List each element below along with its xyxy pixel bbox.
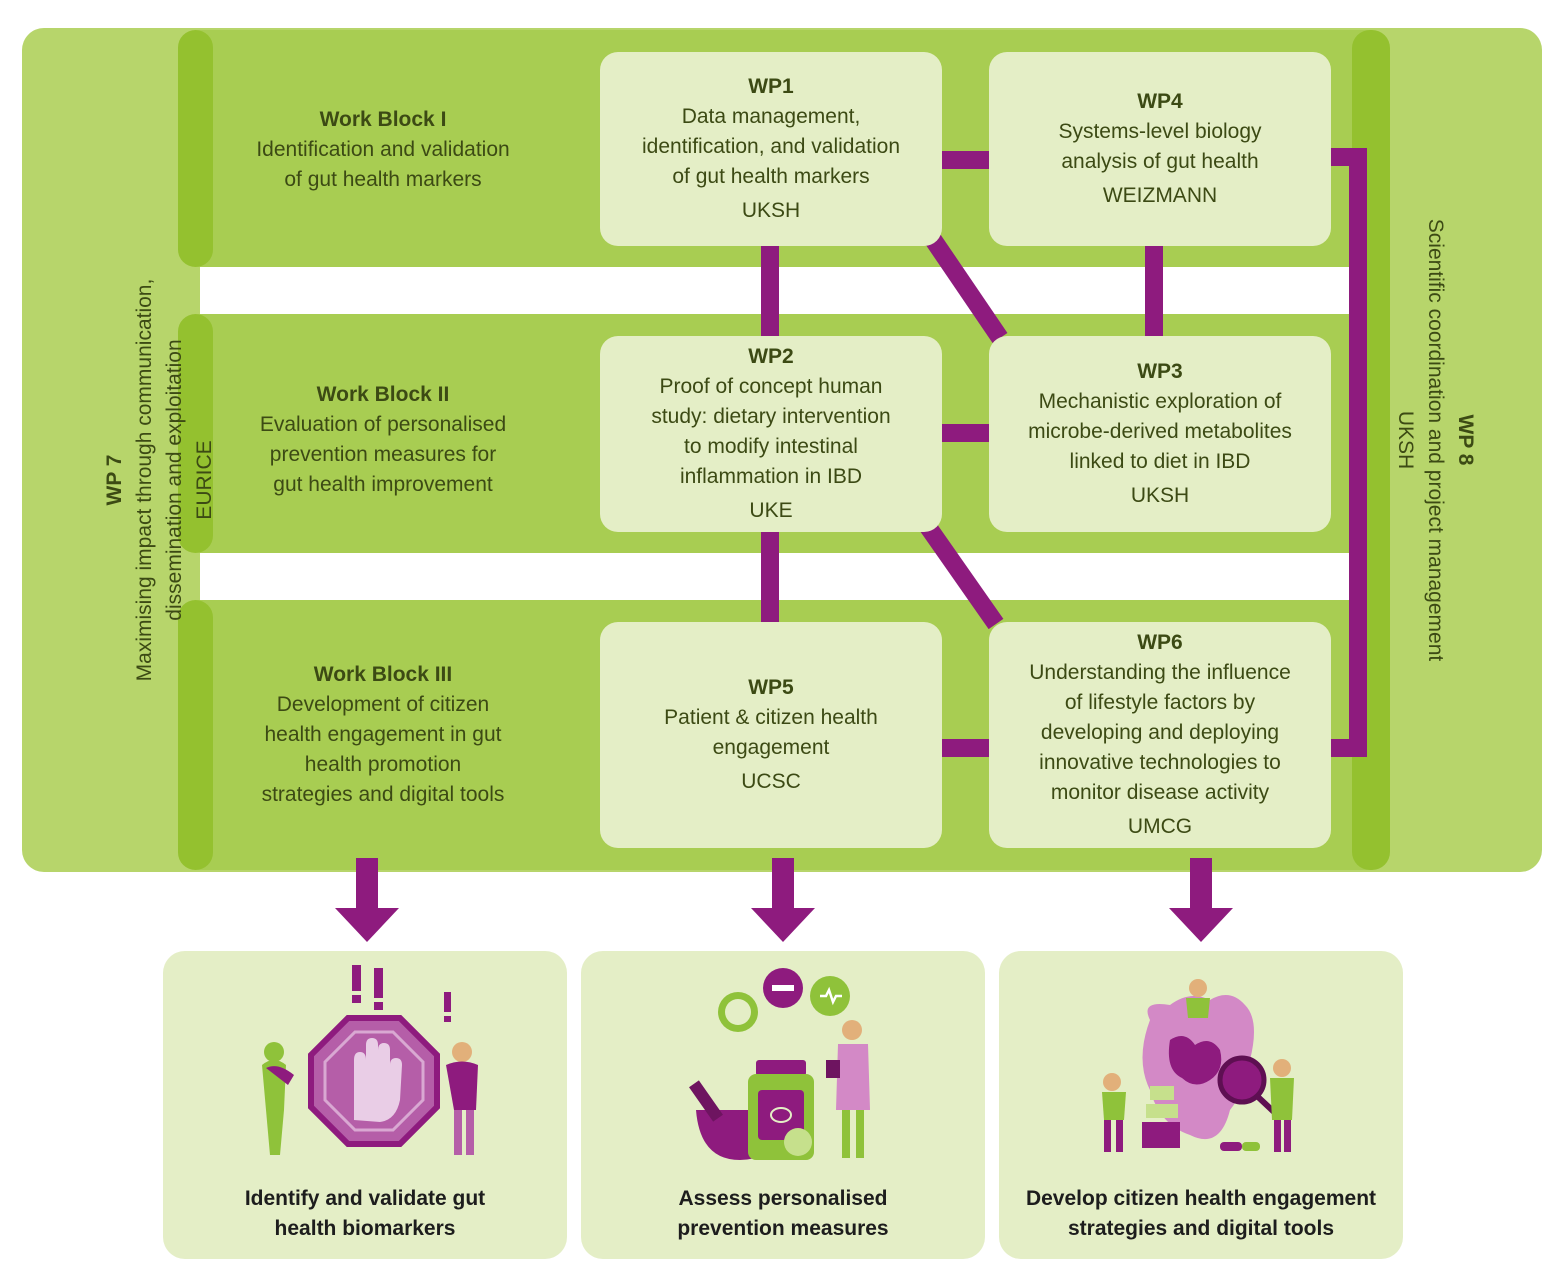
work-block-2-label: Work Block II Evaluation of personalised… — [213, 340, 553, 540]
work-block-2-desc: Evaluation of personalised — [259, 413, 507, 436]
work-block-3-title: Work Block III — [313, 663, 453, 686]
work-block-1-title: Work Block I — [319, 108, 447, 131]
wp6-partner: UMCG — [1127, 815, 1193, 838]
outcome-3-line: Develop citizen health engagement — [1025, 1187, 1377, 1210]
wp8-desc: Scientific coordination and project mana… — [1424, 218, 1447, 662]
work-block-3-desc: strategies and digital tools — [261, 783, 505, 806]
outcome-label-2: Assess personalised prevention measures — [581, 1184, 985, 1244]
left-accent-bar — [178, 30, 213, 267]
separator-stripe — [200, 553, 1380, 600]
intestine-research-illustration — [1102, 979, 1294, 1152]
stop-hand-illustration — [262, 965, 478, 1155]
work-block-3-desc: Development of citizen — [276, 693, 490, 716]
outcome-1-line: Identify and validate gut — [244, 1187, 486, 1210]
wp3-partner: UKSH — [1130, 484, 1190, 507]
wp6-desc: monitor disease activity — [1050, 781, 1270, 804]
arrow-shaft-1 — [356, 858, 378, 910]
outcome-label-3: Develop citizen health engagement strate… — [999, 1184, 1403, 1244]
wp2-title: WP2 — [748, 345, 794, 368]
arrow-shaft-3 — [1190, 858, 1212, 910]
wp4-partner: WEIZMANN — [1102, 184, 1218, 207]
connector-wp2-wp6 — [918, 518, 1004, 630]
work-block-2-desc: prevention measures for — [269, 443, 497, 466]
wp6-title: WP6 — [1137, 631, 1183, 654]
wp6-box: WP6 Understanding the influence of lifes… — [989, 622, 1331, 848]
wp8-partner: UKSH — [1394, 410, 1417, 470]
wp5-title: WP5 — [748, 676, 794, 699]
outcome-label-1: Identify and validate gut health biomark… — [163, 1184, 567, 1244]
wp3-desc: Mechanistic exploration of — [1038, 390, 1282, 413]
outcome-2-line: prevention measures — [677, 1217, 889, 1240]
wp7-desc: Maximising impact through communication, — [133, 278, 156, 682]
work-block-2-desc: gut health improvement — [273, 473, 493, 496]
work-block-3-label: Work Block III Development of citizen he… — [213, 635, 553, 835]
wp1-desc: identification, and validation — [641, 135, 900, 158]
wp8-label: WP 8 Scientific coordination and project… — [1385, 120, 1485, 760]
connector-wp1-wp3 — [924, 232, 1008, 344]
left-accent-bar — [178, 600, 213, 870]
wp3-desc: linked to diet in IBD — [1069, 450, 1251, 473]
wp6-desc: Understanding the influence — [1029, 661, 1291, 684]
wp1-desc: of gut health markers — [672, 165, 870, 188]
supplements-doctor-illustration — [689, 968, 870, 1160]
outcome-3-line: strategies and digital tools — [1067, 1217, 1335, 1240]
wp4-desc: Systems-level biology — [1058, 120, 1262, 143]
wp8-title: WP 8 — [1454, 414, 1477, 466]
work-block-2-title: Work Block II — [316, 383, 450, 406]
wp2-desc: Proof of concept human — [659, 375, 883, 398]
work-block-1-label: Work Block I Identification and validati… — [213, 50, 553, 250]
work-block-1-desc: Identification and validation — [256, 138, 510, 161]
wp2-desc: to modify intestinal — [684, 435, 858, 458]
arrow-head-1 — [335, 908, 399, 942]
wp6-desc: innovative technologies to — [1039, 751, 1281, 774]
wp5-partner: UCSC — [741, 770, 801, 793]
wp2-partner: UKE — [749, 499, 793, 522]
wp4-desc: analysis of gut health — [1061, 150, 1259, 173]
wp1-title: WP1 — [748, 75, 794, 98]
wp1-desc: Data management, — [681, 105, 861, 128]
wp3-desc: microbe-derived metabolites — [1028, 420, 1292, 443]
left-accent-bar — [178, 314, 213, 553]
wp3-box: WP3 Mechanistic exploration of microbe-d… — [989, 336, 1331, 532]
arrow-head-2 — [751, 908, 815, 942]
wp2-box: WP2 Proof of concept human study: dietar… — [600, 336, 942, 532]
wp4-title: WP4 — [1137, 90, 1183, 113]
arrow-head-3 — [1169, 908, 1233, 942]
outcome-1-line: health biomarkers — [274, 1217, 456, 1240]
wp1-box: WP1 Data management, identification, and… — [600, 52, 942, 246]
connector-wp4-wp6-bracket — [1330, 148, 1367, 757]
wp7-partner: EURICE — [193, 440, 216, 520]
wp6-desc: of lifestyle factors by — [1064, 691, 1256, 714]
outcome-2-line: Assess personalised — [678, 1187, 888, 1210]
arrow-shaft-2 — [772, 858, 794, 910]
work-block-3-desc: health engagement in gut — [264, 723, 502, 746]
wp6-desc: developing and deploying — [1040, 721, 1280, 744]
wp7-label: WP 7 Maximising impact through communica… — [95, 120, 225, 840]
wp7-title: WP 7 — [103, 454, 126, 506]
wp5-desc: engagement — [712, 736, 830, 759]
wp2-desc: inflammation in IBD — [679, 465, 863, 488]
wp7-desc: dissemination and exploitation — [163, 339, 186, 621]
work-block-1-desc: of gut health markers — [284, 168, 482, 191]
wp5-box: WP5 Patient & citizen health engagement … — [600, 622, 942, 848]
wp4-box: WP4 Systems-level biology analysis of gu… — [989, 52, 1331, 246]
separator-stripe — [200, 267, 1380, 314]
wp2-desc: study: dietary intervention — [651, 405, 891, 428]
work-block-3-desc: health promotion — [304, 753, 462, 776]
wp1-partner: UKSH — [741, 199, 801, 222]
wp3-title: WP3 — [1137, 360, 1183, 383]
wp5-desc: Patient & citizen health — [664, 706, 878, 729]
